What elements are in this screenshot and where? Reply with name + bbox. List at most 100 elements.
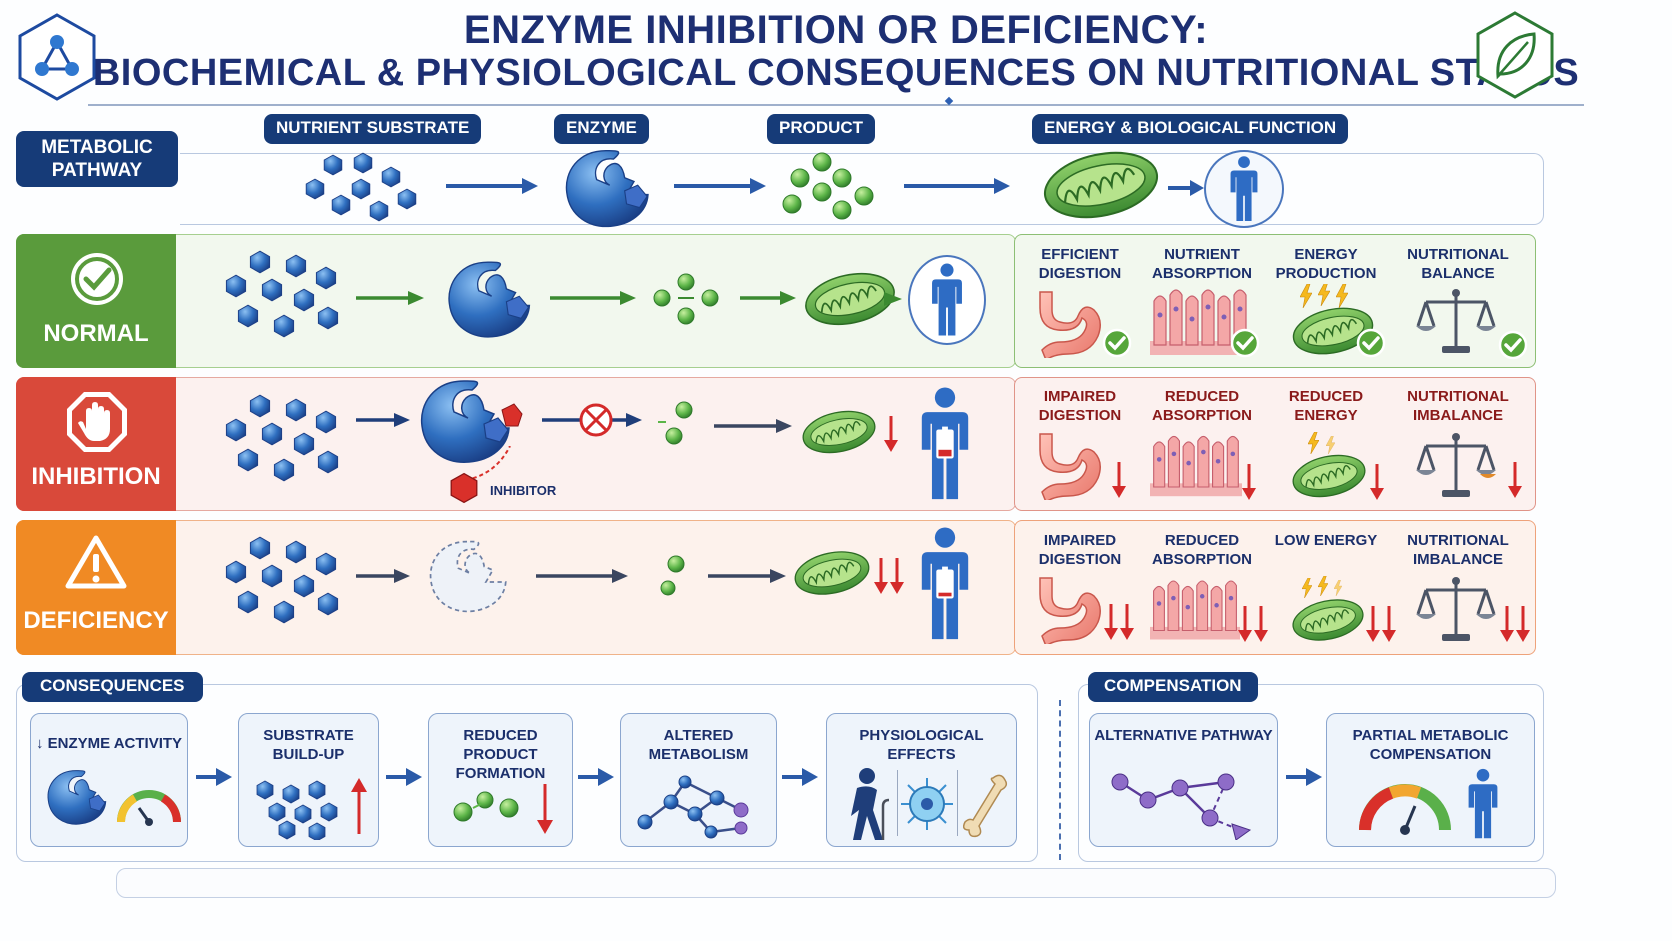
- elderly-person-icon: [851, 768, 890, 840]
- flow-arrow: [780, 766, 820, 793]
- leaf-logo-icon: [1474, 10, 1556, 100]
- card-physiological-effects-title: PHYSIOLOGICAL EFFECTS: [859, 727, 984, 763]
- human-figure-low-battery-icon: [916, 526, 974, 642]
- substrate-buildup-icon: [256, 778, 367, 840]
- card-partial-compensation: PARTIAL METABOLIC COMPENSATION: [1326, 713, 1535, 847]
- effects-divider: [897, 770, 898, 836]
- bone-icon: [963, 774, 1008, 838]
- stop-hand-icon: [67, 392, 127, 452]
- effects-divider: [957, 770, 958, 836]
- outcome-deficiency-1: IMPAIRED DIGESTION: [1038, 532, 1122, 568]
- outcome-normal-4: NUTRITIONAL BALANCE: [1407, 246, 1509, 282]
- warning-icon: [65, 535, 127, 589]
- card-altered-metabolism: ALTERED METABOLISM: [620, 713, 777, 847]
- flow-arrow: [712, 416, 794, 441]
- stomach-icon: [1034, 574, 1138, 646]
- consequences-frame: [16, 684, 1038, 862]
- title-divider: [88, 104, 1584, 106]
- substrate-hexagon-cluster: [220, 534, 350, 634]
- human-figure-icon: [1204, 150, 1284, 228]
- flow-arrow: [1166, 178, 1206, 203]
- mitochondria-icon: [800, 404, 878, 460]
- flow-arrow: [902, 176, 1012, 201]
- flow-arrow-green: [354, 288, 426, 313]
- enzyme-icon: [442, 256, 534, 342]
- column-nutrient-substrate: NUTRIENT SUBSTRATE: [264, 114, 482, 144]
- human-figure-icon: [1468, 768, 1498, 839]
- balance-scale-imbalance-icon: [1416, 574, 1536, 648]
- flow-arrow: [1284, 766, 1324, 793]
- card-alternative-pathway-title: ALTERNATIVE PATHWAY: [1094, 727, 1273, 744]
- intestine-villi-icon: [1150, 572, 1272, 648]
- flow-arrow-green: [738, 288, 798, 313]
- row-inhibition-label-box: INHIBITION: [16, 377, 176, 511]
- stomach-icon: [1034, 430, 1134, 502]
- inhibitor-hexagon-icon: [448, 472, 480, 504]
- outcome-inhibition-2: REDUCED ABSORPTION: [1151, 388, 1252, 424]
- energy-mitochondria-icon: [1290, 432, 1390, 504]
- flow-arrow: [706, 566, 788, 591]
- human-figure-low-battery-icon: [916, 386, 974, 502]
- page-title-line1: ENZYME INHIBITION OR DEFICIENCY:: [463, 8, 1209, 52]
- row-deficiency-label: DEFICIENCY: [23, 607, 169, 634]
- balance-scale-icon: [1416, 286, 1532, 360]
- column-energy-function: ENERGY & BIOLOGICAL FUNCTION: [1032, 114, 1349, 144]
- inhibited-enzyme-icon: [414, 376, 524, 466]
- flow-arrow: [444, 176, 540, 201]
- row-deficiency-label-box: DEFICIENCY: [16, 520, 176, 655]
- consequences-title: CONSEQUENCES: [22, 672, 203, 702]
- card-alternative-pathway: ALTERNATIVE PATHWAY: [1089, 713, 1278, 847]
- card-partial-compensation-title: PARTIAL METABOLIC COMPENSATION: [1352, 727, 1509, 763]
- altered-network-icon: [637, 775, 749, 839]
- inhibitor-link: [460, 445, 520, 482]
- flow-arrow-green: [548, 288, 638, 313]
- blocked-arrow: [540, 402, 646, 443]
- mitochondria-icon: [792, 544, 872, 602]
- outcome-inhibition-3: REDUCED ENERGY: [1288, 388, 1364, 424]
- card-reduced-product: REDUCED PRODUCT FORMATION: [428, 713, 573, 847]
- flow-arrow: [354, 410, 412, 435]
- compensation-frame: [1078, 684, 1544, 862]
- molecule-logo-icon: [16, 12, 98, 102]
- energy-mitochondria-icon: [1290, 576, 1400, 648]
- section-divider: [1059, 700, 1061, 860]
- card-reduced-product-title: REDUCED PRODUCT FORMATION: [455, 727, 546, 782]
- check-icon: [71, 253, 123, 305]
- card-physiological-effects: PHYSIOLOGICAL EFFECTS: [826, 713, 1017, 847]
- outcome-inhibition-4: NUTRITIONAL IMBALANCE: [1407, 388, 1509, 424]
- row-inhibition-label: INHIBITION: [31, 463, 161, 490]
- double-down-arrow-icon: [874, 556, 906, 598]
- product-sphere-cluster: [778, 150, 878, 226]
- metabolic-pathway-label: METABOLIC PATHWAY: [16, 131, 178, 187]
- row-normal-label: NORMAL: [43, 320, 149, 347]
- outcome-deficiency-3: LOW ENERGY: [1274, 532, 1378, 549]
- substrate-hexagon-cluster: [292, 150, 422, 226]
- flow-arrow: [354, 566, 412, 591]
- energy-mitochondria-icon: [1290, 282, 1390, 360]
- product-sphere-cluster: [656, 552, 692, 598]
- product-sphere-cluster: [652, 400, 702, 448]
- gauge-icon: [1359, 784, 1451, 835]
- down-arrow-icon: [884, 414, 898, 454]
- card-enzyme-activity-title: ↓ ENZYME ACTIVITY: [35, 735, 183, 752]
- substrate-hexagon-cluster: [220, 392, 350, 492]
- flow-arrow: [194, 766, 234, 793]
- flow-arrow: [576, 766, 616, 793]
- flow-arrow: [672, 176, 768, 201]
- balance-scale-imbalance-icon: [1416, 430, 1532, 504]
- outcome-normal-2: NUTRIENT ABSORPTION: [1151, 246, 1252, 282]
- intestine-villi-icon: [1150, 284, 1262, 360]
- outcome-normal-1: EFFICIENT DIGESTION: [1038, 246, 1122, 282]
- human-figure-icon: [908, 255, 986, 345]
- alternative-pathway-icon: [1111, 773, 1252, 840]
- card-substrate-buildup-title: SUBSTRATE BUILD-UP: [263, 727, 354, 763]
- pathway-frame: [180, 153, 1544, 225]
- card-substrate-buildup: SUBSTRATE BUILD-UP: [238, 713, 379, 847]
- missing-enzyme-outline: [424, 536, 510, 616]
- flow-arrow: [384, 766, 424, 793]
- row-normal-label-box: NORMAL: [16, 234, 176, 368]
- flow-arrow: [534, 566, 630, 591]
- outcomes-inhibition: [1014, 377, 1536, 511]
- outcomes-deficiency: [1014, 520, 1536, 655]
- compensation-title: COMPENSATION: [1088, 672, 1258, 702]
